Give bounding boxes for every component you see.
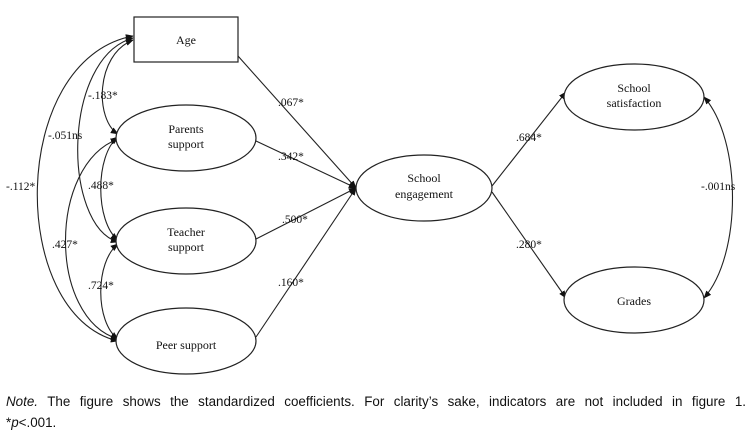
figure-note: Note. The figure shows the standardized … [6, 391, 746, 433]
arc-age-teacher [77, 36, 134, 243]
node-peer-label: Peer support [156, 338, 217, 352]
note-line-1: Note. The figure shows the standardized … [6, 391, 746, 412]
path-peer-engagement [255, 187, 357, 338]
node-school-satisfaction [563, 63, 705, 131]
node-parents-support [115, 104, 257, 172]
node-age-label: Age [176, 33, 196, 47]
coef-age-engagement: .067* [278, 97, 304, 109]
node-satisfaction-label-2: satisfaction [607, 96, 662, 110]
note-sig-p: p [11, 415, 19, 430]
coef-engagement-grades: .280* [516, 239, 542, 251]
note-label: Note. [6, 394, 39, 409]
arc-teacher-peer [100, 243, 119, 340]
node-engagement-label-2: engagement [395, 187, 454, 201]
coef-parents-peer: .427* [52, 239, 78, 251]
coef-teacher-engagement: .500* [282, 214, 308, 226]
node-age [133, 16, 239, 63]
node-teacher-label-1: Teacher [167, 225, 205, 239]
node-teacher-support [115, 207, 257, 275]
path-engagement-grades [491, 191, 567, 299]
node-satisfaction-label-1: School [617, 81, 651, 95]
coef-parents-teacher: .488* [88, 180, 114, 192]
node-grades [563, 266, 705, 334]
note-sig-rest: <.001. [18, 415, 57, 430]
path-age-engagement [237, 55, 357, 189]
path-teacher-engagement [255, 187, 357, 240]
path-diagram: Age Parents support Teacher support Peer… [6, 16, 736, 375]
node-grades-label: Grades [617, 294, 651, 308]
coef-age-peer: -.112* [6, 181, 36, 193]
arc-age-peer [36, 34, 134, 343]
node-parents-label-1: Parents [168, 122, 204, 136]
node-teacher-label-2: support [168, 240, 205, 254]
arc-parents-peer [64, 138, 119, 340]
coef-teacher-peer: .724* [88, 280, 114, 292]
note-line-2: *p<.001. [6, 412, 746, 433]
node-school-engagement [355, 154, 493, 222]
coef-parents-engagement: .342* [278, 151, 304, 163]
coef-age-teacher: -.051ns [48, 130, 83, 142]
path-parents-engagement [255, 140, 357, 189]
node-engagement-label-1: School [407, 171, 441, 185]
note-text: The figure shows the standardized coeffi… [38, 394, 746, 409]
node-peer-support [115, 307, 257, 375]
coef-engagement-satisfaction: .684* [516, 132, 542, 144]
arc-satisfaction-grades [703, 96, 734, 299]
coef-age-parents: -.183* [88, 90, 118, 102]
node-parents-label-2: support [168, 137, 205, 151]
coef-peer-engagement: .160* [278, 277, 304, 289]
path-engagement-satisfaction [491, 91, 567, 187]
coef-satisfaction-grades: -.001ns [701, 181, 736, 193]
note-sig-prefix: * [6, 415, 12, 430]
